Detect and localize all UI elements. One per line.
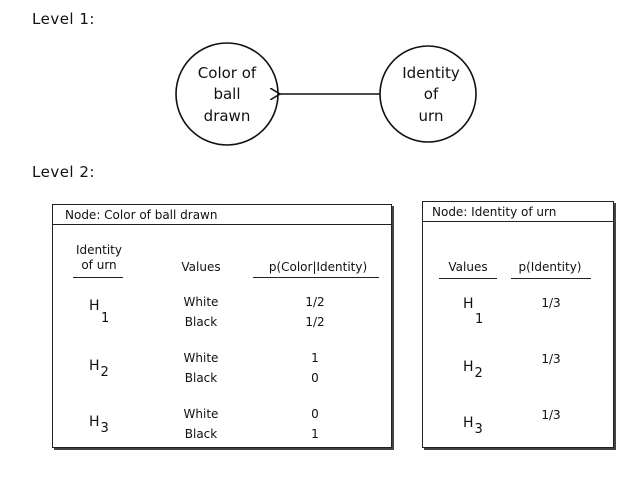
value-cell: Black	[184, 427, 218, 441]
probability-cell: 1	[311, 351, 319, 365]
table-row: H2 White Black 1 0	[53, 349, 389, 389]
node-identity-of-urn: Identity of urn	[379, 45, 477, 143]
hypothesis-subscript: 2	[100, 365, 109, 380]
hypothesis-subscript: 3	[474, 422, 483, 437]
hypothesis-subscript: 2	[474, 366, 483, 381]
hypothesis-symbol: H	[463, 415, 474, 431]
node-label-line: ball	[213, 85, 240, 103]
level-1-heading: Level 1:	[32, 10, 95, 28]
header-line: of urn	[81, 258, 117, 272]
node-color-of-ball-drawn: Color of ball drawn	[175, 42, 279, 146]
node-label-line: Color of	[198, 64, 257, 82]
hypothesis-symbol: H	[89, 358, 100, 374]
header-underline	[73, 277, 123, 278]
hypothesis-label: H	[89, 295, 100, 314]
table-row: H3 White Black 0 1	[53, 405, 389, 445]
column-header-probability: p(Color|Identity)	[268, 260, 368, 274]
hypothesis-subscript: 3	[100, 421, 109, 436]
table-row: H 1 White Black 1/2 1/2	[53, 293, 389, 333]
probability-cell: 1/3	[541, 408, 561, 422]
header-line: Identity	[76, 243, 122, 257]
hypothesis-label: H3	[89, 411, 109, 436]
hypothesis-label: H2	[89, 355, 109, 380]
column-header-values: Values	[181, 260, 221, 274]
probability-cell: 1/2	[305, 315, 325, 329]
hypothesis-symbol: H	[89, 414, 100, 430]
value-cell: White	[183, 407, 219, 421]
table-row: H3 1/3	[423, 406, 611, 440]
table-color-of-ball: Node: Color of ball drawn Identity of ur…	[52, 204, 392, 448]
node-label-line: urn	[419, 107, 444, 125]
value-cell: White	[183, 351, 219, 365]
hypothesis-symbol: H	[463, 359, 474, 375]
probability-cell: 1/3	[541, 296, 561, 310]
header-underline	[511, 278, 591, 279]
value-cell: Black	[184, 315, 218, 329]
probability-cell: 1	[311, 427, 319, 441]
table-row: H 1 1/3	[423, 296, 611, 330]
probability-cell: 0	[311, 371, 319, 385]
node-label-line: of	[424, 85, 439, 103]
probability-cell: 1/3	[541, 352, 561, 366]
probability-cell: 1/2	[305, 295, 325, 309]
hypothesis-subscript: 1	[101, 311, 110, 326]
table-identity-of-urn: Node: Identity of urn Values p(Identity)…	[422, 201, 614, 448]
column-header-values: Values	[448, 260, 488, 274]
hypothesis-label: H3	[463, 412, 483, 437]
hypothesis-symbol: H	[463, 296, 474, 312]
table-row: H2 1/3	[423, 350, 611, 384]
table-title: Node: Identity of urn	[423, 202, 613, 222]
hypothesis-symbol: H	[89, 298, 100, 314]
hypothesis-label: H2	[463, 356, 483, 381]
probability-cell: 0	[311, 407, 319, 421]
header-underline	[439, 278, 497, 279]
table-title: Node: Color of ball drawn	[53, 205, 391, 225]
node-label-line: drawn	[204, 107, 251, 125]
header-underline	[253, 277, 379, 278]
node-label-line: Identity	[402, 64, 460, 82]
level-2-heading: Level 2:	[32, 163, 95, 181]
hypothesis-subscript: 1	[475, 312, 484, 327]
value-cell: White	[183, 295, 219, 309]
column-header-identity: Identity of urn	[59, 243, 139, 273]
column-header-probability: p(Identity)	[518, 260, 582, 274]
value-cell: Black	[184, 371, 218, 385]
